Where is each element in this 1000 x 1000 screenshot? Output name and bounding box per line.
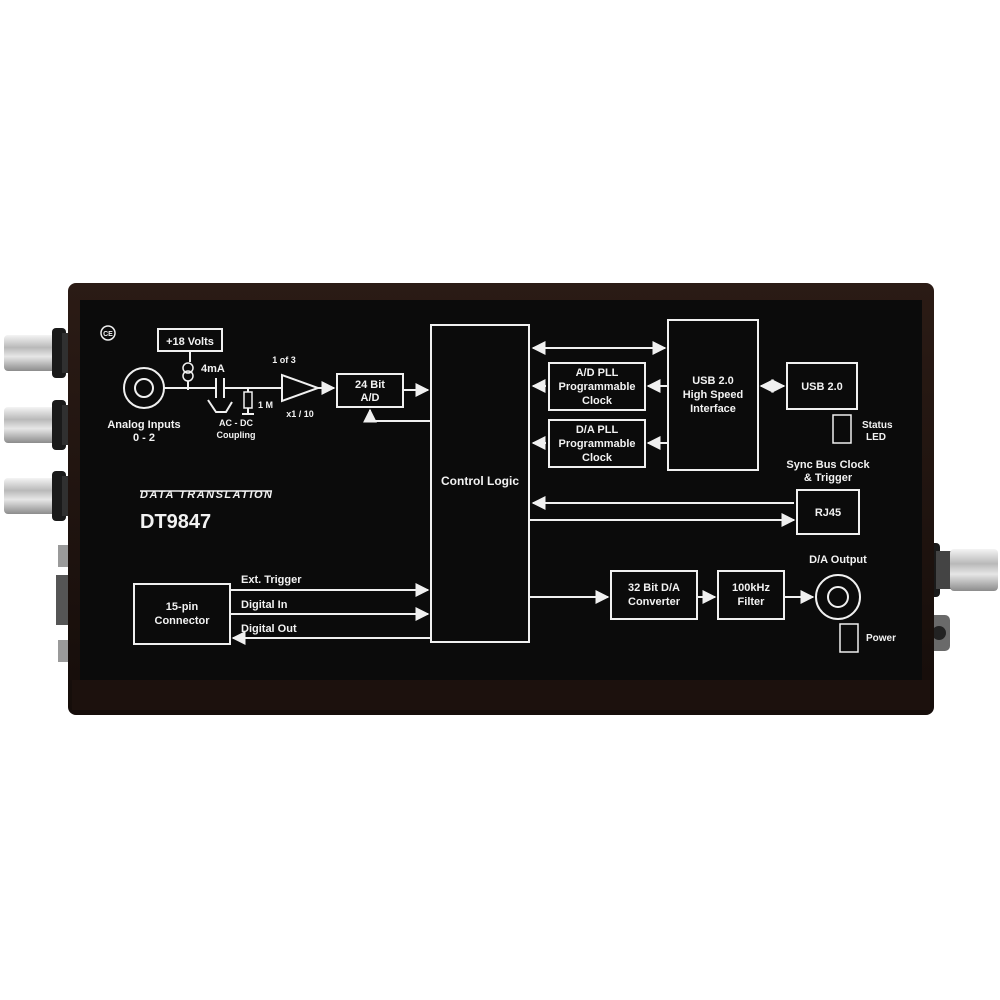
status-led-line2: LED xyxy=(866,432,886,443)
bnc-connector-2 xyxy=(4,400,78,450)
coupling-label-line1: AC - DC xyxy=(219,418,253,428)
dac-block xyxy=(610,570,698,620)
ad-pll-block xyxy=(548,362,646,411)
front-panel xyxy=(80,300,922,680)
mux-label: 1 of 3 xyxy=(272,355,296,365)
dac-line1: 32 Bit D/A xyxy=(628,582,680,594)
status-led xyxy=(832,414,852,444)
model-name: DT9847 xyxy=(140,511,211,533)
control-logic-block xyxy=(430,324,530,643)
usb-interface-line2: High Speed xyxy=(683,389,744,401)
filter-line2: Filter xyxy=(738,596,766,608)
da-output-label: D/A Output xyxy=(809,554,867,566)
power-label: Power xyxy=(866,633,896,644)
usb-interface-line1: USB 2.0 xyxy=(692,375,734,387)
usb-port-block xyxy=(786,362,858,410)
usb-interface-line3: Interface xyxy=(690,403,736,415)
digital-in-label: Digital In xyxy=(241,599,288,611)
analog-inputs-label-line1: Analog Inputs xyxy=(107,419,180,431)
usb-port-label: USB 2.0 xyxy=(801,381,843,393)
digital-out-label: Digital Out xyxy=(241,623,297,635)
da-pll-line3: Clock xyxy=(582,452,613,464)
enclosure-bottom-lip xyxy=(72,680,930,710)
bnc-connector-1 xyxy=(4,328,78,378)
rj45-block xyxy=(796,489,860,535)
dac-line2: Converter xyxy=(628,596,681,608)
da-output-jack-icon xyxy=(815,574,861,620)
usb-interface-block xyxy=(667,319,759,471)
power-led xyxy=(839,623,859,653)
coupling-label-line2: Coupling xyxy=(217,430,256,440)
logic-to-adc-arrow xyxy=(363,408,431,423)
connector-line1: 15-pin xyxy=(166,601,199,613)
supply-label: +18 Volts xyxy=(166,336,214,348)
bnc-connector-3 xyxy=(4,471,78,521)
ad-pll-line2: Programmable xyxy=(558,381,635,393)
current-label: 4mA xyxy=(201,363,225,375)
filter-line1: 100kHz xyxy=(732,582,770,594)
status-led-line1: Status xyxy=(862,420,893,431)
rj45-label: RJ45 xyxy=(815,507,841,519)
adc-label-line2: A/D xyxy=(361,392,380,404)
brand-logo: DATA TRANSLATION xyxy=(140,489,273,501)
analog-inputs-label-line2: 0 - 2 xyxy=(133,432,155,444)
da-pll-line2: Programmable xyxy=(558,438,635,450)
gain-label: x1 / 10 xyxy=(286,409,314,419)
filter-block xyxy=(717,570,785,620)
ce-mark-icon xyxy=(100,325,116,341)
resistor-icon xyxy=(242,388,254,415)
sync-bus-line1: Sync Bus Clock xyxy=(786,459,870,471)
brand-logo-text: DATA TRANSLATION xyxy=(140,489,273,501)
analog-input-bnc-connectors xyxy=(4,328,78,662)
ce-mark: CE xyxy=(103,331,113,338)
resistor-label: 1 M xyxy=(258,400,273,410)
da-pll-block xyxy=(548,419,646,468)
ext-trigger-label: Ext. Trigger xyxy=(241,574,302,586)
control-logic-label: Control Logic xyxy=(441,474,519,488)
ad-pll-line3: Clock xyxy=(582,395,613,407)
adc-label-line1: 24 Bit xyxy=(355,379,385,391)
sync-bus-line2: & Trigger xyxy=(804,472,853,484)
ad-pll-line1: A/D PLL xyxy=(576,367,619,379)
amplifier-icon xyxy=(281,373,321,403)
connector-line2: Connector xyxy=(155,615,211,627)
da-pll-line1: D/A PLL xyxy=(576,424,619,436)
